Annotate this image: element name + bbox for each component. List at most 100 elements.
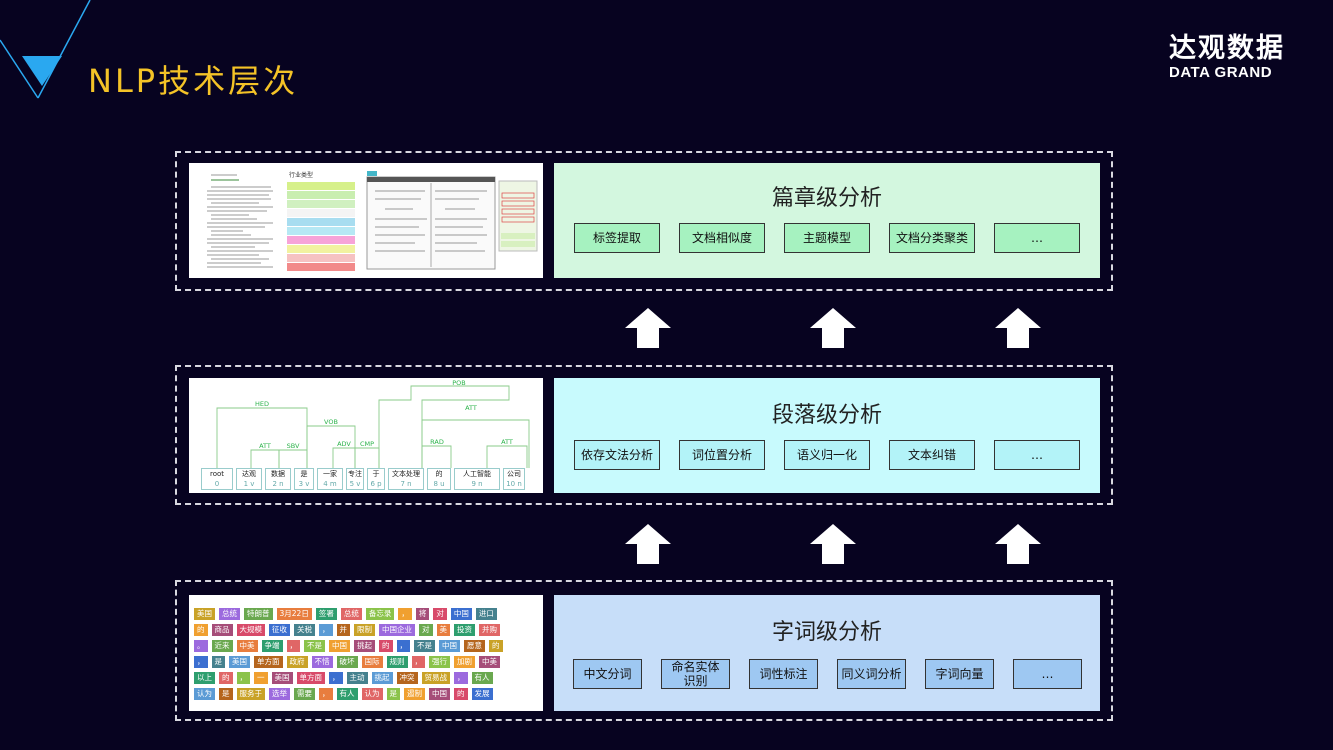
dependency-token: 是 3 v (294, 468, 314, 490)
word-token: ， (194, 656, 208, 668)
chip-synonym-analysis: 同义词分析 (837, 659, 906, 689)
token-word: 数据 (271, 470, 285, 478)
chip-doc-classification: 文档分类聚类 (889, 223, 975, 253)
word-token: 。 (194, 640, 208, 652)
word-token: 的 (489, 640, 503, 652)
chip-text-correction: 文本纠错 (889, 440, 975, 470)
word-layer (175, 580, 1113, 721)
token-index: 4 m (323, 480, 337, 488)
dependency-token: 的 8 u (427, 468, 451, 490)
word-token: 将 (415, 608, 430, 620)
token-index: 3 v (298, 480, 310, 488)
dependency-parse-tree: HED ATT SBV VOB ADV CMP RAD ATT ATT POB (216, 379, 530, 468)
chip-word-position: 词位置分析 (679, 440, 765, 470)
word-token: 愿意 (464, 640, 485, 652)
word-token: 关税 (294, 624, 315, 636)
word-token: 中美 (236, 640, 258, 652)
word-token: 一 (254, 672, 268, 684)
chip-more: … (994, 440, 1080, 470)
document-layer-title: 篇章级分析 (771, 186, 882, 211)
token-word: 一家 (323, 470, 337, 478)
token-word: 达观 (242, 470, 256, 478)
word-token: 挑起 (354, 640, 375, 652)
word-token: 征收 (269, 624, 290, 636)
svg-text:POB: POB (452, 379, 466, 387)
word-token: 认为 (361, 688, 383, 700)
word-token: 签署 (315, 608, 337, 620)
svg-text:ATT: ATT (259, 442, 271, 450)
document-layer (175, 151, 1113, 291)
dependency-token: 公司 10 n (503, 468, 525, 490)
chip-pos-tagging: 词性标注 (749, 659, 818, 689)
svg-text:ATT: ATT (465, 404, 477, 412)
chip-more: … (994, 223, 1080, 253)
token-word: 是 (300, 470, 308, 478)
token-word: 公司 (507, 470, 521, 478)
word-token: 美国 (271, 672, 293, 684)
chip-topic-model: 主题模型 (784, 223, 870, 253)
word-token: 强行 (429, 656, 450, 668)
word-token: 总统 (340, 608, 362, 620)
word-token: 挑起 (371, 672, 393, 684)
word-token: 中国 (439, 640, 460, 652)
word-token: 3月22日 (276, 608, 312, 620)
word-token: ， (396, 640, 410, 652)
triangle-logo-icon (22, 56, 62, 86)
word-token: 近来 (211, 640, 233, 652)
token-index: 10 n (506, 480, 522, 488)
word-token: 是 (219, 688, 233, 700)
svg-text:SBV: SBV (287, 442, 300, 450)
word-token: 并 (336, 624, 350, 636)
logo-en: DATA GRAND (1169, 64, 1273, 81)
word-token: 破坏 (336, 656, 358, 668)
word-token: 对 (433, 608, 447, 620)
word-token: 的 (379, 640, 393, 652)
word-cloud-row: ，是美国单方面政府不惜破坏国际规则，强行加剧中美 (194, 656, 540, 668)
up-arrow-icon (995, 524, 1041, 564)
word-token: ， (236, 672, 250, 684)
word-token: 冲突 (396, 672, 418, 684)
word-token: 美 (436, 624, 450, 636)
word-token: ， (286, 640, 300, 652)
chip-dependency-parsing: 依存文法分析 (574, 440, 660, 470)
word-token: ， (398, 608, 412, 620)
dependency-parse-thumbnail: HED ATT SBV VOB ADV CMP RAD ATT ATT POB … (189, 378, 543, 493)
word-token: 单方面 (296, 672, 325, 684)
logo-cn: 达观数据 (1169, 33, 1285, 64)
token-word: 的 (435, 470, 443, 478)
word-token: 特朗普 (244, 608, 273, 620)
word-token: ， (411, 656, 425, 668)
chip-word-vectors: 字词向量 (925, 659, 994, 689)
up-arrow-icon (810, 308, 856, 348)
token-word: 文本处理 (392, 470, 420, 478)
word-token: 国际 (361, 656, 383, 668)
token-index: 9 n (471, 480, 483, 488)
word-token: 投资 (454, 624, 475, 636)
word-token: 限制 (354, 624, 375, 636)
word-token: 并购 (479, 624, 500, 636)
corner-decoration (0, 0, 91, 99)
svg-text:ADV: ADV (337, 440, 351, 448)
word-panel: 字词级分析 中文分词 命名实体 识别 词性标注 同义词分析 字词向量 … (554, 595, 1100, 711)
token-index: 7 n (400, 480, 412, 488)
word-token: ， (319, 688, 333, 700)
word-token: 遏制 (404, 688, 425, 700)
word-token: 发展 (471, 688, 493, 700)
word-token: 中国 (429, 688, 450, 700)
word-cloud-row: 。近来中美争端，不是中国挑起的，不是中国愿意的 (194, 640, 540, 652)
token-index: 5 v (349, 480, 361, 488)
word-token: ， (454, 672, 468, 684)
paragraph-panel: 段落级分析 依存文法分析 词位置分析 语义归一化 文本纠错 … (554, 378, 1100, 493)
word-cloud-row: 认为是服务于选举需要，有人认为是遏制中国的发展 (194, 688, 540, 700)
token-index: 8 u (433, 480, 445, 488)
chip-doc-similarity: 文档相似度 (679, 223, 765, 253)
svg-text:HED: HED (255, 400, 269, 408)
word-token: 不是 (304, 640, 325, 652)
